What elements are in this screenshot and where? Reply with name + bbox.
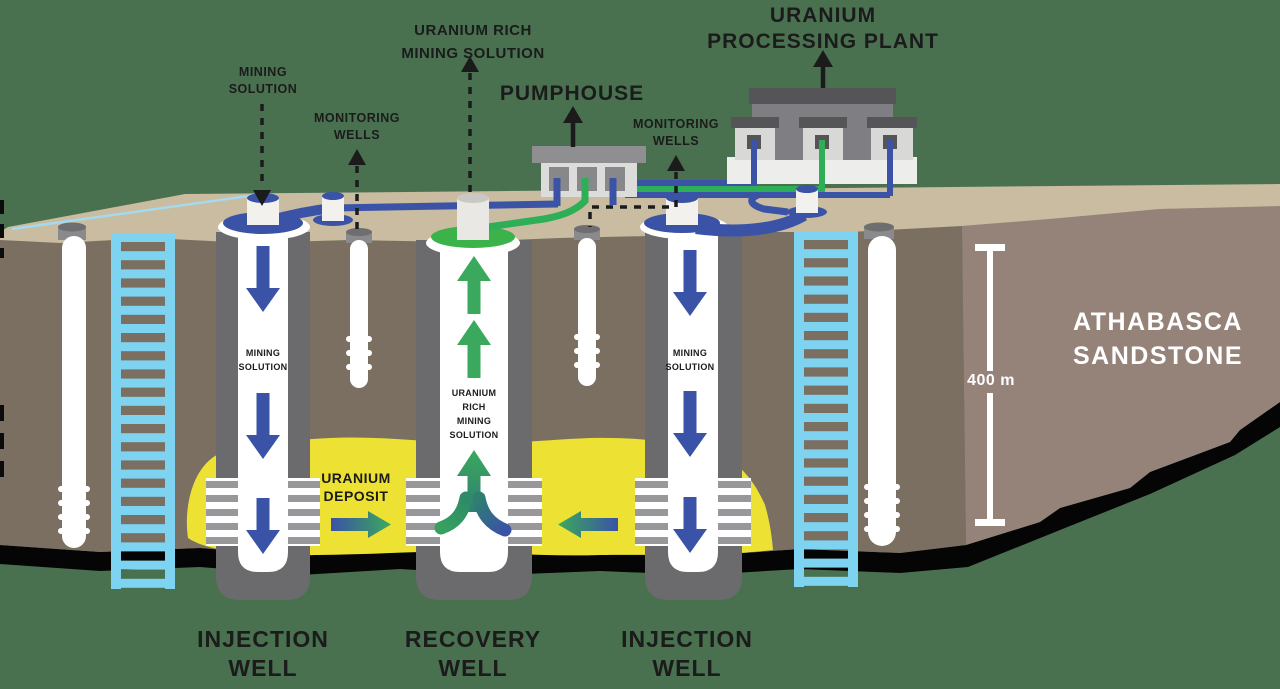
rock-bottom-shadow: [0, 402, 1280, 575]
arrow-up-icon: [667, 155, 685, 171]
label-depth-scale: 400 m: [967, 372, 1015, 389]
pipe-green-to-recovery: [487, 198, 588, 231]
label-arrows: [253, 50, 833, 229]
label-injection-right-flow: MINING SOLUTION: [665, 348, 715, 372]
ground-surface: [0, 184, 1280, 243]
label-athabasca-sandstone: ATHABASCA SANDSTONE: [1072, 308, 1243, 370]
label-monitoring-wells-left: MONITORING WELLS: [313, 111, 401, 142]
label-pumphouse: PUMPHOUSE: [499, 82, 645, 105]
injection-well-left-graphic: [206, 232, 320, 600]
label-recovery-flow: URANIUM RICH MINING SOLUTION: [449, 388, 499, 440]
label-injection-well-left: INJECTION WELL: [197, 626, 329, 682]
arrow-up-icon: [563, 106, 583, 123]
down-arrow-icon: [246, 246, 280, 554]
label-monitoring-wells-right: MONITORING WELLS: [632, 117, 720, 148]
deposit-flow-arrows: [331, 511, 618, 538]
flow-right-arrow-icon: [331, 511, 391, 538]
depth-scale-bar: [975, 244, 1005, 526]
monitoring-well-far-left: [58, 222, 90, 548]
arrow-up-icon: [461, 56, 479, 72]
label-injection-left-flow: MINING SOLUTION: [238, 348, 288, 372]
rock-side-face: [962, 205, 1280, 545]
monitoring-well-mid-right: [574, 225, 600, 386]
label-mining-solution: MINING SOLUTION: [228, 65, 298, 96]
down-arrow-icon: [673, 250, 707, 553]
arrow-up-icon: [813, 50, 833, 67]
pumphouse-building: [532, 146, 646, 206]
monitoring-well-far-right: [864, 222, 900, 546]
label-recovery-well: RECOVERY WELL: [404, 626, 542, 682]
arrow-up-icon: [348, 149, 366, 165]
label-uranium-processing-plant: URANIUM PROCESSING PLANT: [707, 4, 939, 54]
injection-well-right-graphic: [635, 232, 751, 600]
processing-plant-building: [727, 88, 917, 196]
label-uranium-deposit: URANIUM DEPOSIT: [321, 470, 391, 505]
pipe-blue-swoosh-right: [695, 209, 808, 237]
pipe-blue-main: [332, 200, 559, 212]
recovery-well-graphic: [406, 240, 542, 600]
label-injection-well-right: INJECTION WELL: [621, 626, 753, 682]
surface-back-edge-highlight: [11, 193, 257, 231]
up-arrow-icon: [457, 256, 491, 378]
label-uranium-rich-mining-solution: URANIUM RICH MINING SOLUTION: [401, 22, 545, 62]
converging-flow-arrow-icon: [434, 450, 512, 537]
flow-left-arrow-icon: [558, 511, 618, 538]
monitoring-well-mid-left: [346, 228, 372, 388]
arrow-down-icon: [253, 190, 271, 206]
pipe-blue-bend: [748, 191, 789, 216]
